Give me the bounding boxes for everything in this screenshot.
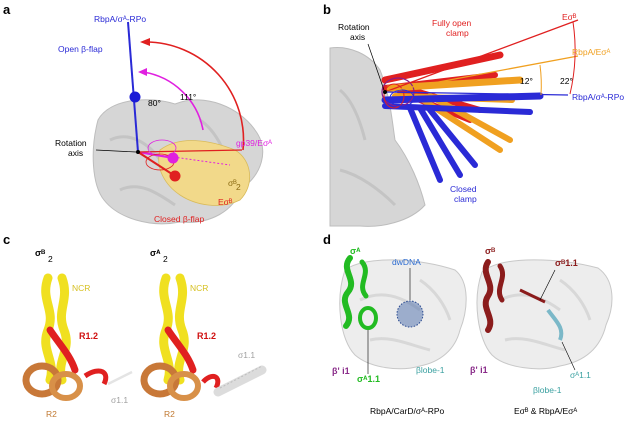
panel-a-sigma-b2-region xyxy=(158,140,251,206)
panel-a-axis-point xyxy=(136,150,140,154)
panel-a-angle-111: 111° xyxy=(180,92,196,102)
panel-b-line-red xyxy=(384,19,579,93)
panel-a-blue-ball xyxy=(129,91,141,103)
panel-b-angle-22: 22° xyxy=(560,76,573,86)
panel-a-sigma-b2-sub: 2 xyxy=(236,182,241,192)
panel-a-angle-80: 80° xyxy=(148,98,161,108)
panel-a-arrowhead-red xyxy=(140,38,150,46)
panel-b-arc-22 xyxy=(569,21,576,95)
panel-d-bi1-left: β' i1 xyxy=(332,366,350,376)
panel-d-red-tail xyxy=(519,288,546,304)
panel-a-label: a xyxy=(3,2,11,17)
panel-a-gp39-extend xyxy=(137,151,231,166)
panel-c-r12-right: R1.2 xyxy=(197,331,216,341)
panel-c-r12-left: R1.2 xyxy=(79,331,98,341)
panel-d-caption-left: RbpA/CarD/σᴬ-RPo xyxy=(370,406,445,416)
panel-a-closed-flap-line xyxy=(137,151,176,177)
panel-d-bi1-right: β' i1 xyxy=(470,365,488,375)
panel-c-right-sub: 2 xyxy=(163,254,168,264)
panel-d-label: d xyxy=(323,232,331,247)
panel-a-closed-ref-line xyxy=(137,149,243,153)
panel-b-surface xyxy=(329,46,426,227)
panel-a: a RbpA/σᴬ-RPo Open β-flap 111° 80° gp39/… xyxy=(3,2,272,225)
panel-c-left-title: σᴮ xyxy=(35,248,45,258)
panel-a-esigb-label: Eσᴮ xyxy=(218,197,233,207)
panel-a-rbpa-rpo-label: RbpA/σᴬ-RPo xyxy=(94,14,146,24)
panel-c-s11-left: σ1.1 xyxy=(111,395,128,405)
panel-c-ncr-right: NCR xyxy=(190,283,208,293)
panel-b-rotation-pointer xyxy=(367,43,385,91)
panel-b-fully-open-2: clamp xyxy=(446,28,469,38)
panel-b-fully-open-1: Fully open xyxy=(432,18,471,28)
panel-b-line-blue xyxy=(384,91,569,96)
panel-c-right-title: σᴬ xyxy=(150,248,161,258)
panel-d-sigB: σᴮ xyxy=(485,246,495,256)
panel-a-sigma-b2: σᴮ xyxy=(228,178,237,188)
panel-a-arc-111 xyxy=(145,41,245,151)
panel-c-r2-left: R2 xyxy=(46,409,57,419)
panel-c: c σᴮ 2 NCR R1.2 R2 σ1.1 σᴬ 2 xyxy=(3,232,267,419)
panel-d-blobe-right: βlobe-1 xyxy=(533,385,562,395)
panel-a-magenta-ball xyxy=(167,152,179,164)
panel-d-green-loop xyxy=(358,306,378,330)
panel-d-blobe-left: βlobe-1 xyxy=(416,365,445,375)
panel-a-closed-flap-label: Closed β-flap xyxy=(154,214,205,224)
panel-b: b xyxy=(323,2,624,227)
panel-d-green-helix xyxy=(341,255,355,329)
panel-a-arc-80 xyxy=(142,71,204,131)
panel-a-loop-magenta xyxy=(147,139,177,157)
panel-c-ncr-left: NCR xyxy=(72,283,90,293)
panel-b-esigb-label: Eσᴮ xyxy=(562,12,577,22)
panel-c-right-structure xyxy=(140,273,267,401)
panel-b-surface-texture xyxy=(338,88,397,207)
panel-d-red-helix xyxy=(482,259,494,333)
panel-b-rbpa-esiga-label: RbpA/Eσᴬ xyxy=(572,47,611,57)
panel-d-dwdna: dwDNA xyxy=(392,257,421,267)
panel-a-gp39-label: gp39/Eσᴬ xyxy=(236,138,272,148)
panel-d-cyan-helix xyxy=(546,308,564,341)
panel-d-sigA11: σᴬ1.1 xyxy=(357,374,380,384)
panel-d-sigB11: σᴮ1.1 xyxy=(555,258,578,268)
panel-a-red-ball xyxy=(169,170,181,182)
panel-b-axis-point xyxy=(383,90,387,94)
panel-c-left-sub: 2 xyxy=(48,254,53,264)
panel-b-rbpa-rpo-label: RbpA/σᴬ-RPo xyxy=(572,92,624,102)
panel-d-right-surface xyxy=(476,259,613,370)
panel-c-r2-right: R2 xyxy=(164,409,175,419)
panel-c-label: c xyxy=(3,232,10,247)
panel-c-s11-right: σ1.1 xyxy=(238,350,255,360)
panel-a-rotation-label-2: axis xyxy=(68,148,83,158)
panel-d: d σᴬ dwDNA β' i1 σᴬ1.1 βlobe-1 RbpA/CarD… xyxy=(323,232,613,416)
panel-d-dwdna-mesh xyxy=(397,301,423,327)
panel-a-rotation-pointer xyxy=(95,149,137,153)
panel-d-sigA: σᴬ xyxy=(350,246,361,256)
panel-a-open-flap-line xyxy=(127,21,139,153)
panel-d-sigA11-right-pointer xyxy=(561,341,576,371)
panel-d-green-helix-2 xyxy=(359,259,369,299)
panel-b-angle-12: 12° xyxy=(520,76,533,86)
panel-b-line-orange xyxy=(384,55,579,93)
panel-d-sigA11-right: σᴬ1.1 xyxy=(570,370,591,380)
panel-a-rotation-label-1: Rotation xyxy=(55,138,87,148)
panel-b-label: b xyxy=(323,2,331,17)
panel-b-arc-12 xyxy=(539,64,542,96)
panel-b-rotation-label-1: Rotation xyxy=(338,22,370,32)
panel-d-caption-right: Eσᴮ & RbpA/Eσᴬ xyxy=(514,406,577,416)
panel-b-closed-2: clamp xyxy=(454,194,477,204)
panel-c-left-structure xyxy=(22,273,133,401)
panel-d-red-helix-2 xyxy=(496,263,506,303)
panel-b-closed-1: Closed xyxy=(450,184,477,194)
panel-a-open-flap-label: Open β-flap xyxy=(58,44,103,54)
panel-a-arrowhead-magenta xyxy=(138,68,147,76)
panel-b-rotation-label-2: axis xyxy=(350,32,365,42)
panel-d-sigB11-pointer xyxy=(539,269,556,301)
